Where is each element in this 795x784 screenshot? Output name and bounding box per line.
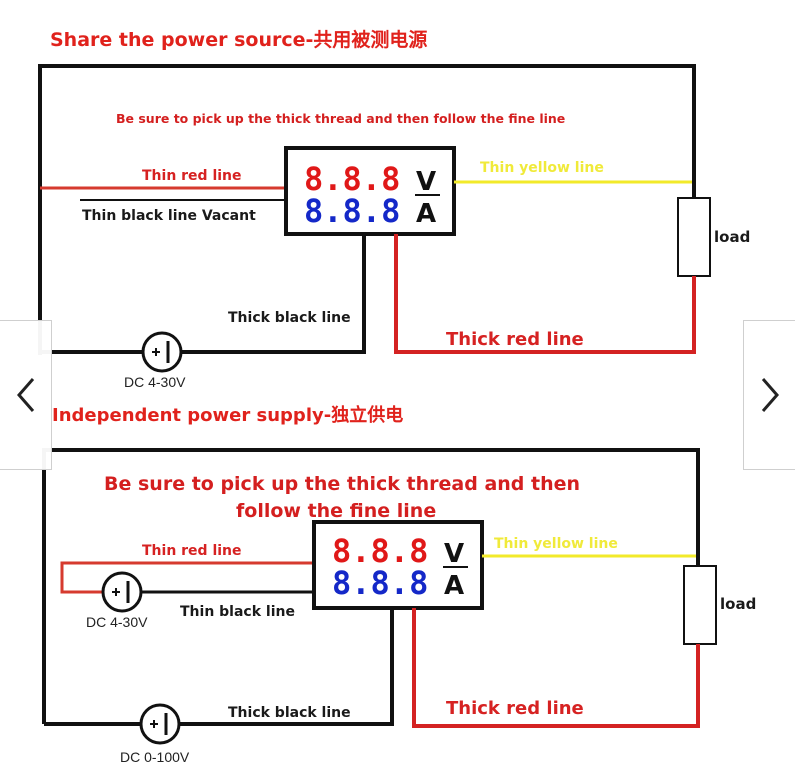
diagram2-thick-red-label: Thick red line — [446, 698, 584, 719]
diagram1-wire-source-to-meter — [182, 235, 366, 354]
diagram2-thin-red-wire — [60, 561, 314, 594]
diagram1-current-unit: A — [416, 199, 436, 229]
diagram1-thick-red-label: Thick red line — [446, 329, 584, 350]
diagram2-note-line2: follow the fine line — [236, 500, 436, 522]
diagram2-voltage-reading: 8.8.8 — [332, 532, 428, 570]
diagram2-title: Independent power supply-独立供电 — [52, 404, 403, 426]
diagram2-thick-black-label: Thick black line — [228, 705, 351, 721]
diagram2-meter-dc-source-label: DC 4-30V — [86, 614, 148, 630]
chevron-left-icon — [16, 378, 34, 412]
diagram2-current-unit: A — [444, 571, 464, 601]
diagram2-thin-black-label: Thin black line — [180, 604, 295, 620]
diagram1-thin-black-label: Thin black line Vacant — [82, 208, 256, 224]
diagram2-main-dc-source-icon — [139, 703, 181, 745]
diagram1-thick-black-label: Thick black line — [228, 310, 351, 326]
diagram1-voltage-unit: V — [416, 167, 436, 197]
diagram2-thin-red-label: Thin red line — [142, 543, 242, 559]
diagram2-thin-yellow-label: Thin yellow line — [494, 536, 618, 552]
diagram-independent-power: Independent power supply-独立供电 Be sure to… — [42, 404, 756, 765]
diagram2-current-reading: 8.8.8 — [332, 564, 428, 602]
diagram2-thick-black-wire — [42, 448, 700, 724]
diagram1-thin-yellow-label: Thin yellow line — [480, 160, 604, 176]
diagram2-note-line1: Be sure to pick up the thick thread and … — [104, 473, 580, 495]
diagram1-current-reading: 8.8.8 — [304, 192, 400, 230]
diagram2-wire-source-to-meter — [180, 606, 394, 726]
next-image-button[interactable] — [743, 320, 795, 470]
diagram1-dc-source-label: DC 4-30V — [124, 374, 186, 390]
diagram1-note: Be sure to pick up the thick thread and … — [116, 111, 565, 126]
diagram2-thick-red-wire — [412, 608, 700, 728]
diagram2-voltage-unit: V — [444, 539, 464, 569]
diagram2-load — [683, 565, 717, 645]
diagram1-thick-red-wire — [394, 234, 696, 354]
diagram1-load — [677, 197, 711, 277]
diagram1-load-label: load — [714, 228, 750, 246]
diagram1-title: Share the power source-共用被测电源 — [50, 28, 427, 51]
diagram1-voltage-reading: 8.8.8 — [304, 160, 400, 198]
diagram1-thin-red-label: Thin red line — [142, 168, 242, 184]
diagram1-thick-black-wire — [38, 64, 696, 355]
diagram2-meter — [312, 520, 484, 610]
diagram2-meter-dc-source-icon — [101, 571, 143, 613]
diagram-shared-power: Share the power source-共用被测电源 Be sure to… — [38, 28, 750, 390]
diagram1-dc-source-icon — [141, 331, 183, 373]
diagram2-main-dc-source-label: DC 0-100V — [120, 749, 190, 765]
chevron-right-icon — [761, 378, 779, 412]
previous-image-button[interactable] — [0, 320, 52, 470]
diagram2-load-label: load — [720, 595, 756, 613]
diagram1-meter — [284, 146, 456, 236]
